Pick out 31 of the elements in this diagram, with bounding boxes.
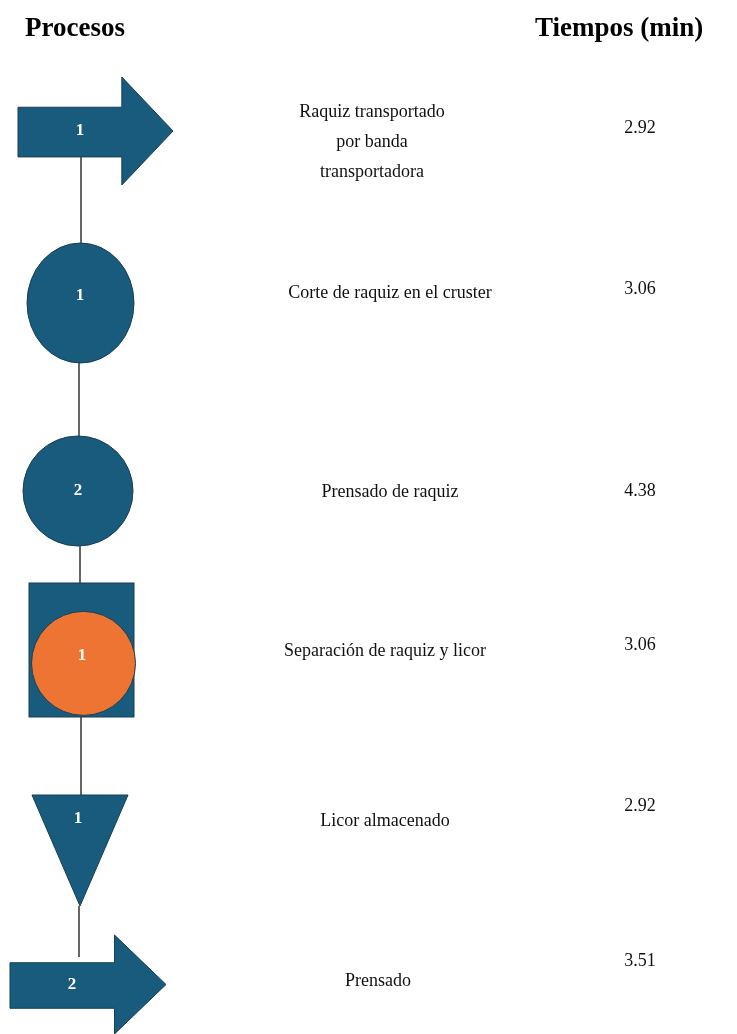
step-number: 1 [75,120,85,140]
connector-line [78,905,80,958]
time-value: 2.92 [624,117,656,138]
connector-line [80,716,82,796]
step-number: 2 [67,974,77,994]
step-number: 1 [77,645,87,665]
process-description: Corte de raquiz en el cruster [287,281,493,304]
step-number: 1 [75,285,85,305]
process-description: Prensado [344,969,412,992]
process-description: Separación de raquiz y licor [283,639,487,662]
operation-circle [27,243,134,363]
connector-line [79,545,81,584]
column-header: Tiempos (min) [535,12,704,43]
combined-operation-symbol [29,583,134,717]
step-number: 2 [73,480,83,500]
time-value: 4.38 [624,480,656,501]
time-value: 2.92 [624,795,656,816]
transport-arrow [10,935,166,1034]
process-description: Prensado de raquiz [320,480,460,503]
time-value: 3.06 [624,278,656,299]
column-header: Procesos [25,12,125,43]
connector-line [78,362,80,437]
process-description: Raquiz transportado por banda transportadora [298,100,446,183]
time-value: 3.06 [624,634,656,655]
operation-circle [23,436,133,546]
connector-line [80,156,82,244]
process-description: Licor almacenado [319,809,451,832]
step-number: 1 [73,808,83,828]
storage-triangle [32,795,128,906]
transport-arrow [18,77,173,185]
time-value: 3.51 [624,950,656,971]
